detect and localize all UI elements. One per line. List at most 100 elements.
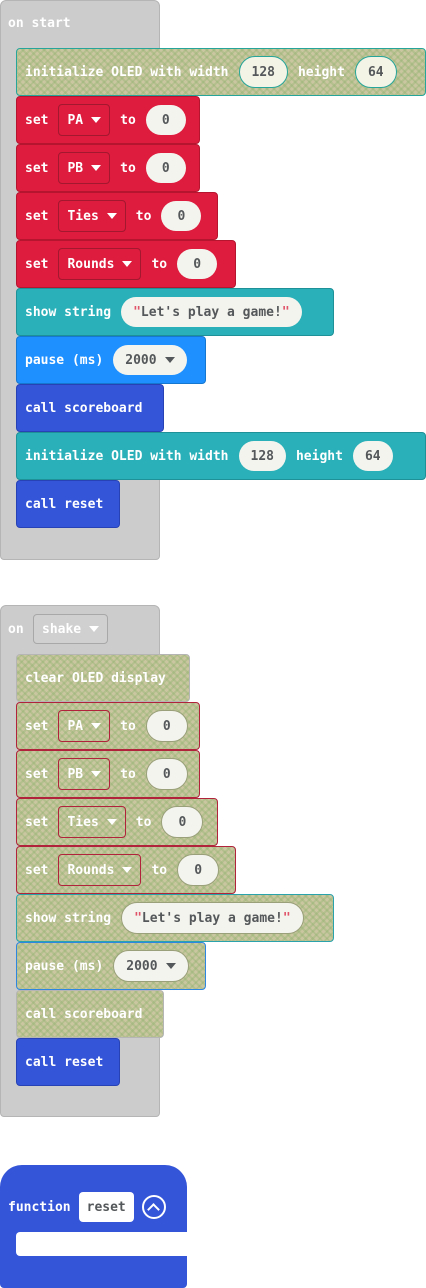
pause-block[interactable]: pause (ms) 2000 (16, 336, 206, 384)
variable-dropdown-ties[interactable]: Ties (58, 200, 126, 232)
set-rounds-block[interactable]: set Rounds to 0 (16, 240, 236, 288)
call-scoreboard-block[interactable]: call scoreboard (16, 384, 164, 432)
to-label: to (135, 208, 152, 224)
oled-height-label: height (295, 448, 343, 464)
dropdown-arrow-icon (89, 626, 100, 632)
set-rounds-block-disabled[interactable]: set Rounds to 0 (16, 846, 236, 894)
initialize-oled-block[interactable]: initialize OLED with width 128 height 64 (16, 48, 426, 96)
dropdown-arrow-icon (91, 723, 102, 729)
call-scoreboard-block-disabled[interactable]: call scoreboard (16, 990, 164, 1038)
set-label: set (25, 814, 49, 830)
call-reset-label: call reset (25, 496, 104, 512)
dropdown-arrow-icon (106, 213, 117, 219)
initialize-oled-label: initialize OLED with width (25, 448, 229, 464)
dropdown-arrow-icon (91, 117, 102, 123)
set-pb-block-disabled[interactable]: set PB to 0 (16, 750, 200, 798)
value-input[interactable]: 0 (145, 710, 188, 742)
initialize-oled-block-2[interactable]: initialize OLED with width 128 height 64 (16, 432, 426, 480)
to-label: to (120, 160, 136, 176)
dropdown-arrow-icon (91, 771, 102, 777)
variable-dropdown-rounds[interactable]: Rounds (58, 854, 142, 886)
close-quote-icon: " (282, 910, 291, 926)
variable-name: Rounds (67, 862, 115, 878)
on-label: on (8, 622, 24, 637)
call-reset-label: call reset (25, 1054, 104, 1070)
pause-label: pause (ms) (25, 352, 104, 368)
value-input[interactable]: 0 (145, 758, 188, 790)
variable-dropdown-pa[interactable]: PA (58, 104, 111, 136)
value-input[interactable]: 0 (161, 201, 202, 231)
dropdown-arrow-icon (106, 819, 117, 825)
string-value: Let's play a game! (141, 910, 283, 926)
string-input[interactable]: "Let's play a game!" (121, 297, 302, 327)
to-label: to (151, 862, 168, 878)
function-header: function reset (8, 1192, 166, 1222)
clear-oled-block[interactable]: clear OLED display (16, 654, 190, 702)
dropdown-arrow-icon (164, 357, 175, 363)
set-ties-block[interactable]: set Ties to 0 (16, 192, 218, 240)
show-string-label: show string (25, 910, 112, 926)
oled-width-input[interactable]: 128 (238, 56, 288, 88)
call-reset-block[interactable]: call reset (16, 1038, 120, 1086)
show-string-block-disabled[interactable]: show string "Let's play a game!" (16, 894, 334, 942)
set-pa-block-disabled[interactable]: set PA to 0 (16, 702, 200, 750)
pause-block-disabled[interactable]: pause (ms) 2000 (16, 942, 206, 990)
variable-name: Ties (67, 814, 99, 830)
call-scoreboard-label: call scoreboard (25, 400, 143, 416)
variable-dropdown-pb[interactable]: PB (58, 152, 111, 184)
variable-dropdown-rounds[interactable]: Rounds (58, 248, 142, 280)
function-label: function (8, 1199, 71, 1215)
on-start-label: on start (8, 16, 71, 31)
set-pb-block[interactable]: set PB to 0 (16, 144, 200, 192)
set-label: set (25, 112, 49, 128)
variable-dropdown-pa[interactable]: PA (58, 710, 111, 742)
pause-value: 2000 (125, 352, 157, 368)
pause-label: pause (ms) (25, 958, 104, 974)
oled-width-input[interactable]: 128 (238, 441, 286, 471)
collapse-chevron-up-icon[interactable] (141, 1195, 166, 1219)
initialize-oled-label: initialize OLED with width (25, 64, 229, 80)
gesture-value: shake (42, 621, 82, 637)
chevron-up-icon (147, 1202, 161, 1216)
value-input[interactable]: 0 (177, 249, 218, 279)
value-input[interactable]: 0 (177, 854, 220, 886)
oled-height-label: height (297, 64, 345, 80)
set-label: set (25, 208, 49, 224)
function-reset-block[interactable] (0, 1165, 187, 1288)
pause-duration-dropdown[interactable]: 2000 (113, 950, 189, 982)
variable-name: PA (67, 718, 84, 734)
set-pa-block[interactable]: set PA to 0 (16, 96, 200, 144)
pause-duration-dropdown[interactable]: 2000 (113, 345, 187, 375)
variable-dropdown-ties[interactable]: Ties (58, 806, 126, 838)
variable-name: PA (67, 112, 84, 128)
function-name-input[interactable]: reset (78, 1192, 134, 1222)
variable-name: Rounds (67, 256, 115, 272)
set-label: set (25, 718, 49, 734)
variable-dropdown-pb[interactable]: PB (58, 758, 111, 790)
call-scoreboard-label: call scoreboard (25, 1006, 143, 1022)
call-reset-block[interactable]: call reset (16, 480, 120, 528)
to-label: to (120, 112, 136, 128)
dropdown-arrow-icon (165, 963, 176, 969)
pause-value: 2000 (126, 958, 158, 974)
oled-height-input[interactable]: 64 (352, 441, 393, 471)
open-quote-icon: " (134, 910, 142, 926)
variable-name: PB (67, 160, 84, 176)
to-label: to (151, 256, 168, 272)
open-quote-icon: " (133, 304, 141, 320)
gesture-dropdown[interactable]: shake (33, 614, 109, 644)
variable-name: PB (67, 766, 84, 782)
clear-oled-label: clear OLED display (25, 670, 166, 686)
set-ties-block-disabled[interactable]: set Ties to 0 (16, 798, 218, 846)
value-input[interactable]: 0 (161, 806, 204, 838)
value-input[interactable]: 0 (145, 153, 186, 183)
string-input[interactable]: "Let's play a game!" (121, 902, 304, 934)
oled-height-input[interactable]: 64 (354, 56, 397, 88)
show-string-block[interactable]: show string "Let's play a game!" (16, 288, 334, 336)
dropdown-arrow-icon (122, 261, 133, 267)
set-label: set (25, 766, 49, 782)
to-label: to (120, 718, 136, 734)
value-input[interactable]: 0 (145, 105, 186, 135)
dropdown-arrow-icon (122, 867, 133, 873)
set-label: set (25, 862, 49, 878)
